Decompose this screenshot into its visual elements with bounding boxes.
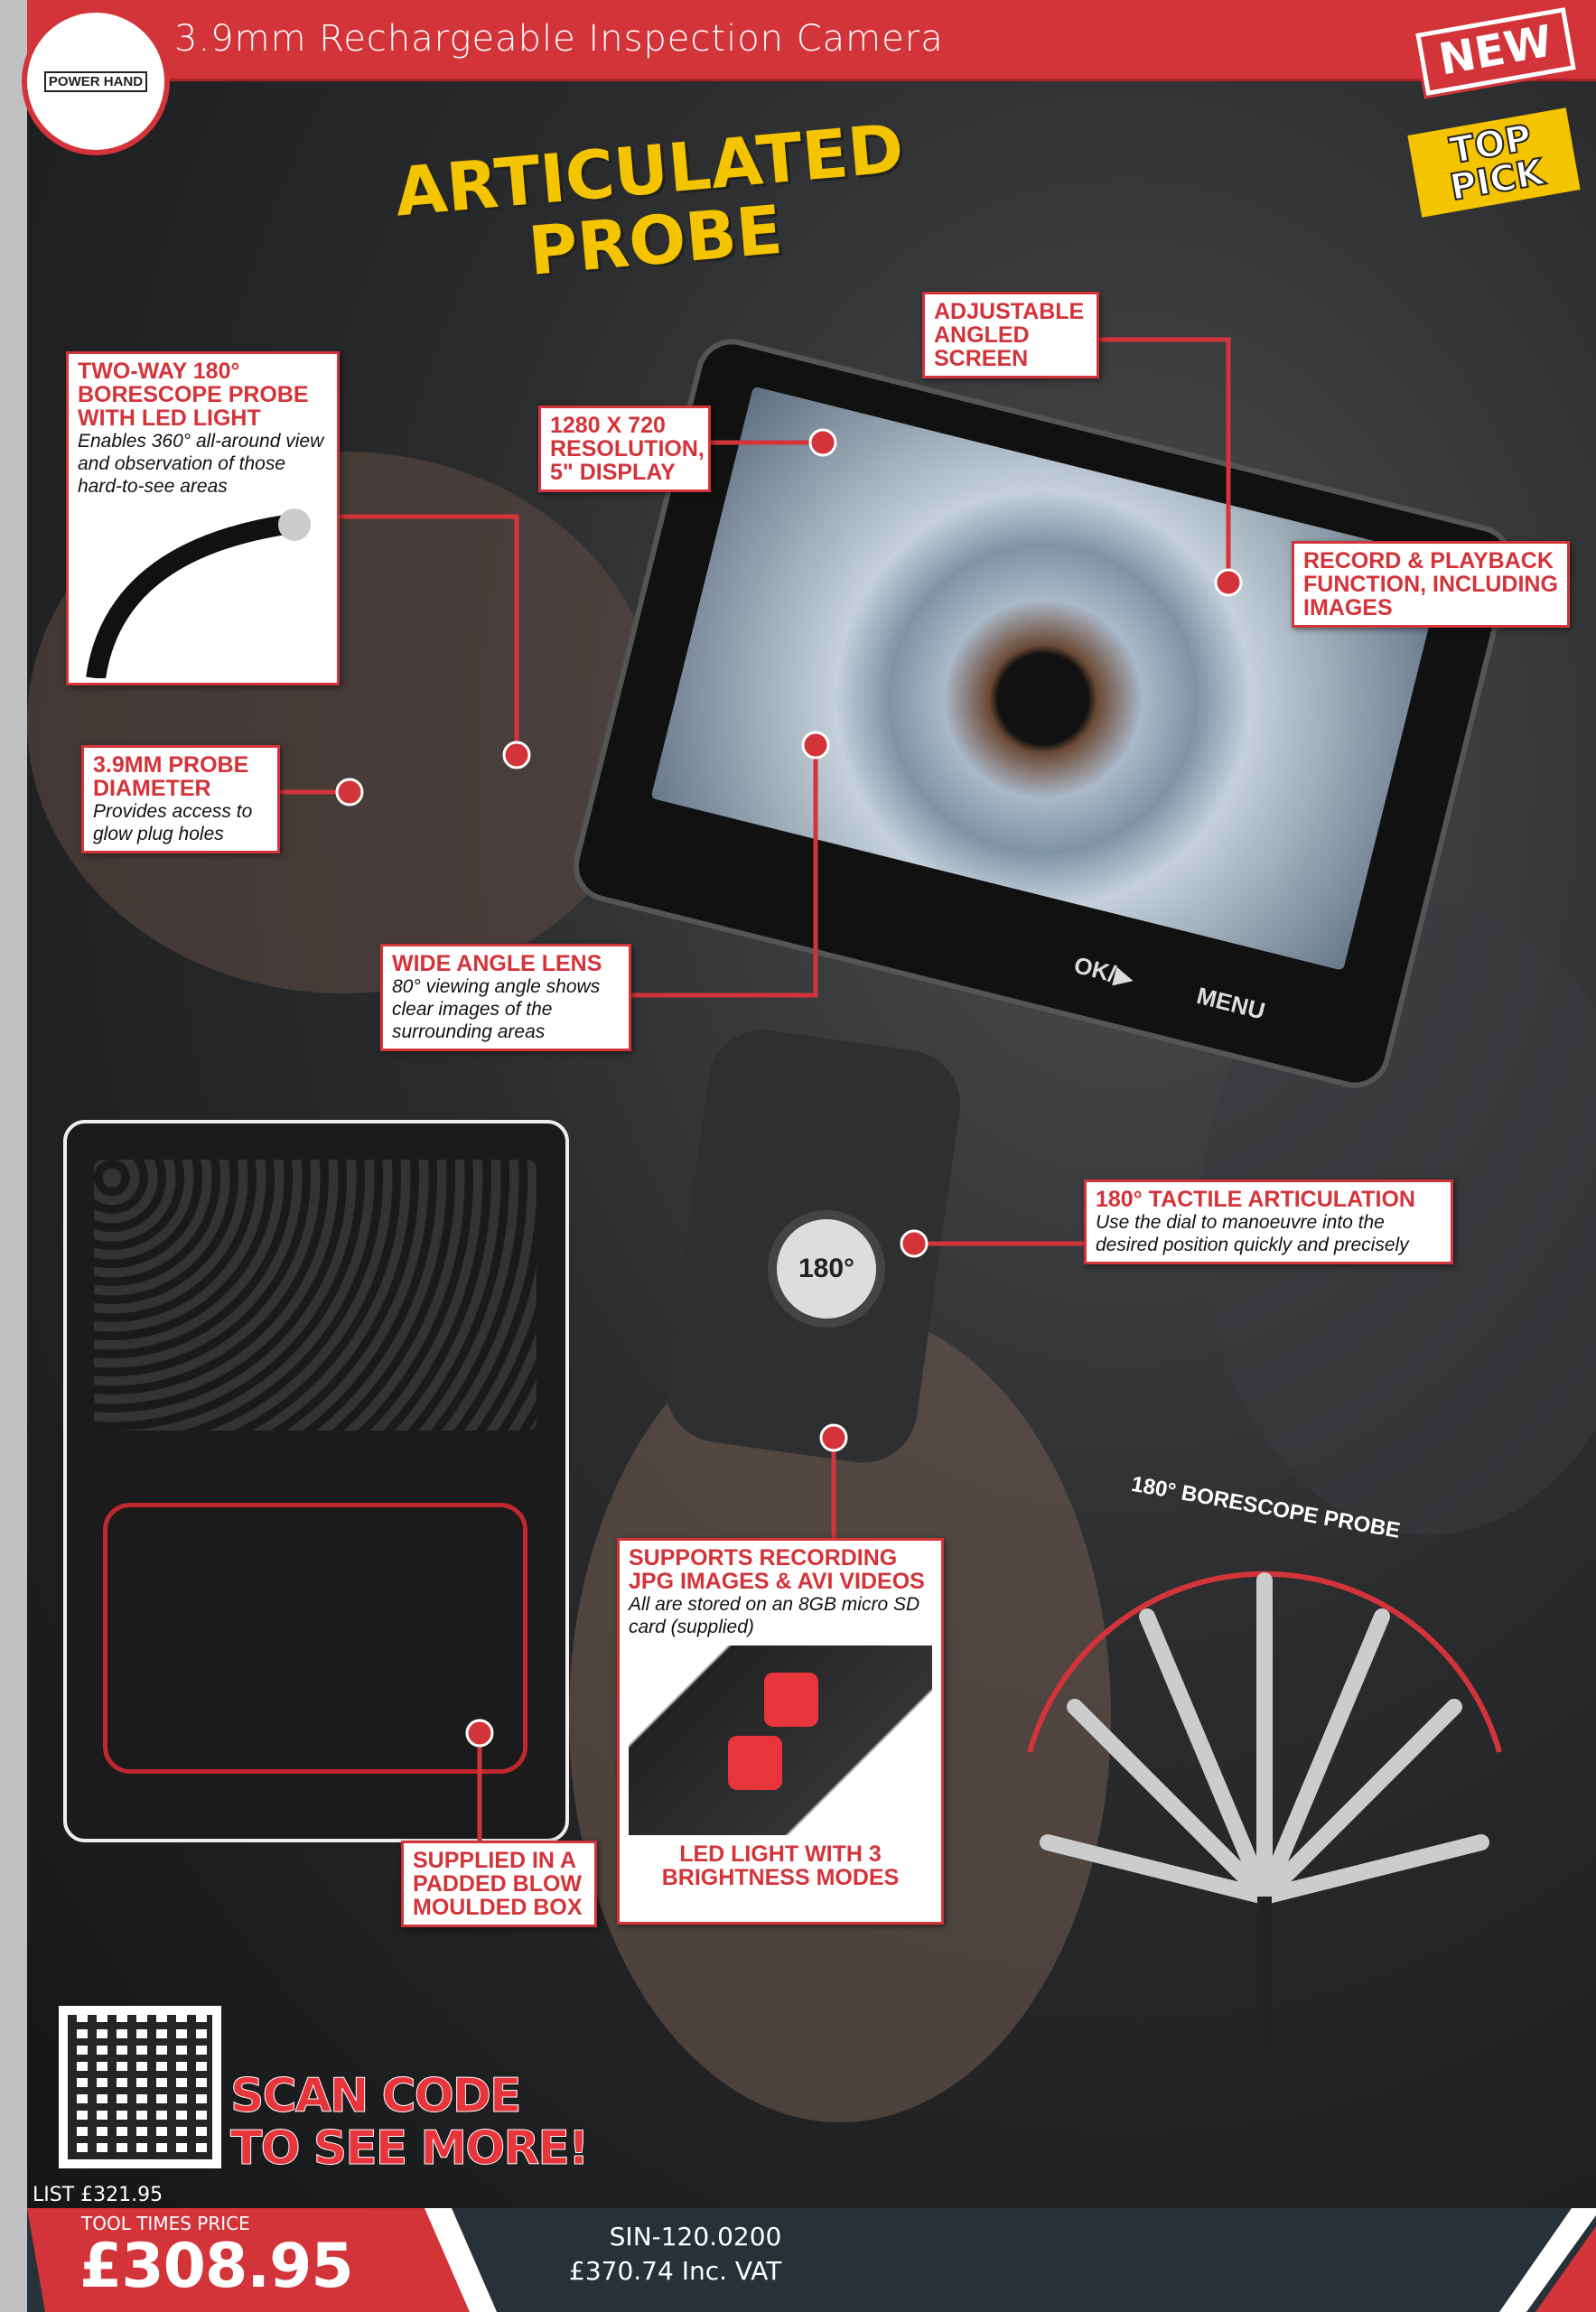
callout-title: 3.9MM PROBE DIAMETER xyxy=(93,752,249,801)
list-price: LIST £321.95 xyxy=(33,2184,163,2206)
probe-tip-image xyxy=(86,508,311,680)
callout-title: RECORD & PLAYBACK FUNCTION, INCLUDING IM… xyxy=(1303,548,1558,620)
callout-title: SUPPLIED IN A PADDED BLOW MOULDED BOX xyxy=(413,1848,583,1920)
callout-body: Use the dial to manoeuvre into the desir… xyxy=(1096,1212,1409,1255)
callout-body: 80° viewing angle shows clear images of … xyxy=(392,976,601,1042)
price-block xyxy=(27,2208,497,2312)
callout-title: 180° TACTILE ARTICULATION xyxy=(1096,1187,1415,1212)
led-buttons-image xyxy=(629,1645,932,1835)
callout-title: TWO-WAY 180° BORESCOPE PROBE WITH LED LI… xyxy=(78,359,309,431)
probe-fan-illustration xyxy=(1027,1571,1502,2050)
sku-info: SIN-120.0200 £370.74 Inc. VAT xyxy=(569,2220,781,2289)
qr-code[interactable] xyxy=(59,2006,221,2168)
scan-line2: TO SEE MORE! xyxy=(230,2121,591,2176)
ok-button-label: OK/▶ xyxy=(1071,951,1136,993)
carry-case xyxy=(63,1120,569,1842)
page-title: 3.9mm Rechargeable Inspection Camera xyxy=(174,18,944,60)
brand-logo: POWER HAND xyxy=(22,7,170,155)
header-bar xyxy=(27,0,1596,81)
callout-title: ADJUSTABLE ANGLED SCREEN xyxy=(934,299,1085,371)
callout-record-playback: RECORD & PLAYBACK FUNCTION, INCLUDING IM… xyxy=(1292,541,1570,628)
price: £308.95 xyxy=(79,2231,354,2302)
callout-two-way-probe: TWO-WAY 180° BORESCOPE PROBE WITH LED LI… xyxy=(66,351,340,685)
callout-title: WIDE ANGLE LENS xyxy=(392,951,602,976)
brand-name: POWER HAND xyxy=(43,70,148,92)
callout-adjustable-screen: ADJUSTABLE ANGLED SCREEN xyxy=(922,292,1099,378)
callout-title: SUPPORTS RECORDING JPG IMAGES & AVI VIDE… xyxy=(629,1545,925,1594)
callout-body: All are stored on an 8GB micro SD card (… xyxy=(629,1594,920,1637)
articulation-dial: 180° xyxy=(768,1210,885,1328)
callout-recording: SUPPORTS RECORDING JPG IMAGES & AVI VIDE… xyxy=(617,1538,944,1925)
callout-footer: LED LIGHT WITH 3 BRIGHTNESS MODES xyxy=(661,1841,900,1890)
tool-times-label: TOOL TIMES PRICE xyxy=(81,2213,250,2234)
dial-label: 180° xyxy=(798,1254,855,1283)
callout-body: Enables 360° all-around view and observa… xyxy=(78,431,324,497)
callout-title: 1280 x 720 RESOLUTION, 5" DISPLAY xyxy=(550,413,705,485)
scan-line1: SCAN CODE xyxy=(230,2069,523,2123)
menu-button-label: MENU xyxy=(1194,981,1268,1025)
callout-padded-box: SUPPLIED IN A PADDED BLOW MOULDED BOX xyxy=(401,1841,597,1927)
scan-code-text: SCAN CODE TO SEE MORE! xyxy=(230,2069,591,2176)
callout-body: Provides access to glow plug holes xyxy=(93,801,253,844)
sku: SIN-120.0200 xyxy=(609,2222,782,2251)
price-inc-vat: £370.74 Inc. VAT xyxy=(569,2256,782,2286)
callout-resolution: 1280 x 720 RESOLUTION, 5" DISPLAY xyxy=(538,406,711,492)
